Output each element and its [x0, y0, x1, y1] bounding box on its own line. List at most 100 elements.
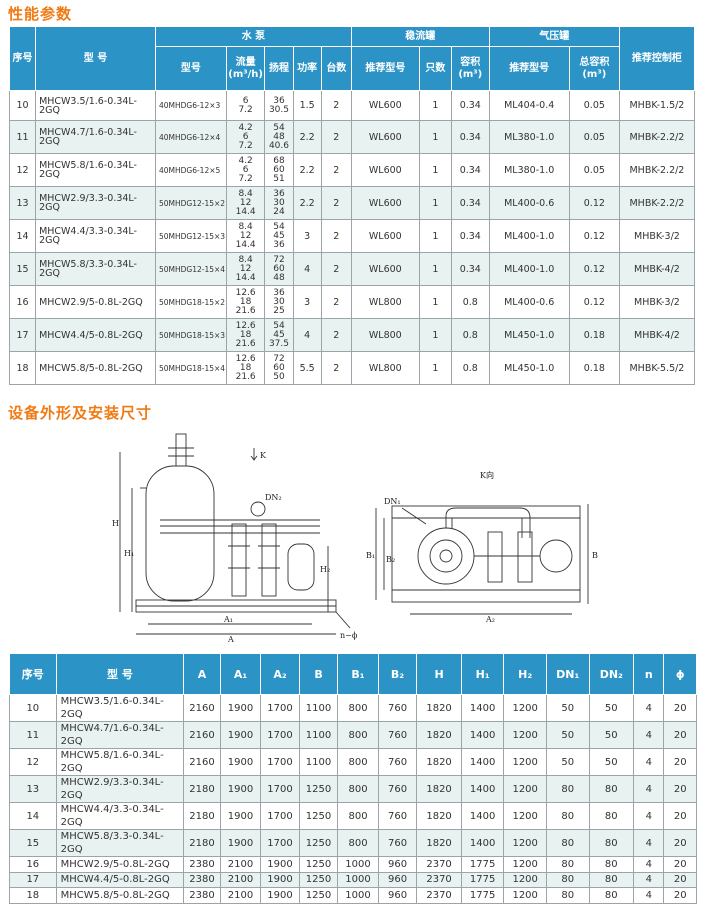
performance-table: 序号 型 号 水 泵 稳流罐 气压罐 推荐控制柜 型号 流量 (m³/h) 扬程…: [8, 26, 696, 385]
dim-cell: 4: [633, 775, 665, 803]
perf-cell-controller: MHBK-1.5/2: [618, 90, 696, 121]
dim-cell: 80: [588, 856, 635, 873]
perf-cell-head: 36 30 25: [264, 285, 294, 319]
label-b: B: [592, 551, 598, 560]
perf-cell-seq: 13: [8, 186, 37, 220]
perf-cell-flow: 8.4 12 14.4: [225, 219, 266, 253]
top-base-frame: [391, 505, 581, 603]
dim-cell: 80: [588, 829, 635, 857]
dim-cell: 1200: [503, 871, 547, 889]
dim-cell: 1700: [260, 694, 300, 722]
perf-cell-press-model: ML380-1.0: [488, 120, 570, 154]
dim-header-cell: B₁: [337, 653, 379, 695]
perf-cell-tank-model: WL800: [350, 285, 420, 319]
dim-cell: 15: [9, 829, 57, 857]
perf-cell-head: 36 30.5: [264, 90, 294, 121]
installation-drawing-svg: K K向 DN₂ H H₁ H₂ A₁ A n−ϕ DN₁ B₁ B₂ B A₂: [112, 433, 598, 644]
perf-cell-model: MHCW2.9/3.3-0.34L-2GQ: [35, 186, 156, 220]
dim-cell: 1700: [260, 802, 300, 830]
perf-cell-model: MHCW5.8/3.3-0.34L-2GQ: [35, 252, 156, 286]
perf-cell-power: 3: [292, 219, 322, 253]
perf-cell-press-volume: 0.05: [568, 90, 620, 121]
header-pressure-group: 气压罐: [488, 26, 620, 47]
perf-cell-controller: MHBK-5.5/2: [618, 351, 696, 385]
header-tank-volume: 容积 (m³): [451, 46, 490, 91]
installation-drawing: K K向 DN₂ H H₁ H₂ A₁ A n−ϕ DN₁ B₁ B₂ B A₂: [0, 428, 705, 650]
dim-cell: 2180: [183, 802, 221, 830]
perf-cell-press-model: ML400-0.6: [488, 285, 570, 319]
dim-cell: 12: [9, 748, 57, 776]
perf-cell-tank-model: WL600: [350, 186, 420, 220]
dim-cell: 760: [377, 721, 418, 749]
perf-cell-flow: 4.2 6 7.2: [225, 120, 266, 154]
dim-cell-model: MHCW2.9/5-0.8L-2GQ: [55, 856, 185, 873]
perf-cell-tank-volume: 0.34: [451, 219, 490, 253]
perf-cell-flow: 8.4 12 14.4: [225, 186, 266, 220]
perf-cell-seq: 16: [8, 285, 37, 319]
perf-cell-tank-volume: 0.34: [451, 90, 490, 121]
dim-cell: 50: [545, 748, 590, 776]
dim-cell: 1200: [503, 829, 547, 857]
perf-cell-seq: 10: [8, 90, 37, 121]
header-power: 功率: [292, 46, 322, 91]
dim-cell: 80: [545, 856, 590, 873]
dim-cell: 960: [377, 887, 418, 904]
dim-cell: 4: [633, 829, 665, 857]
dim-cell: 800: [337, 721, 379, 749]
header-controller: 推荐控制柜: [618, 26, 696, 91]
dim-cell: 80: [588, 887, 635, 904]
dim-cell: 1820: [416, 829, 462, 857]
dim-cell: 1100: [298, 694, 339, 722]
dim-cell: 1900: [219, 748, 262, 776]
dim-cell: 760: [377, 694, 418, 722]
dim-cell: 2160: [183, 721, 221, 749]
dim-cell: 760: [377, 748, 418, 776]
dim-header-cell: B₂: [377, 653, 418, 695]
perf-cell-tank-qty: 1: [418, 318, 453, 352]
header-tank-model: 推荐型号: [350, 46, 420, 91]
perf-cell-flow: 12.6 18 21.6: [225, 285, 266, 319]
dim-cell: 760: [377, 775, 418, 803]
dim-cell: 1200: [503, 775, 547, 803]
perf-cell-head: 72 60 50: [264, 351, 294, 385]
perf-cell-tank-qty: 1: [418, 90, 453, 121]
dim-cell: 1400: [460, 775, 505, 803]
perf-cell-tank-qty: 1: [418, 219, 453, 253]
dim-cell: 2380: [183, 887, 221, 904]
dim-cell-model: MHCW3.5/1.6-0.34L-2GQ: [55, 694, 185, 722]
top-tank-circle: [417, 527, 475, 585]
perf-cell-press-model: ML450-1.0: [488, 318, 570, 352]
dim-cell: 1200: [503, 887, 547, 904]
dim-cell: 4: [633, 721, 665, 749]
dim-header-cell: n: [633, 653, 665, 695]
perf-cell-press-model: ML450-1.0: [488, 351, 570, 385]
dim-cell: 1400: [460, 829, 505, 857]
dim-cell: 800: [337, 829, 379, 857]
dim-cell: 1100: [298, 721, 339, 749]
perf-cell-press-model: ML404-0.4: [488, 90, 570, 121]
dim-cell: 80: [545, 802, 590, 830]
perf-cell-head: 36 30 24: [264, 186, 294, 220]
perf-cell-head: 72 60 48: [264, 252, 294, 286]
dim-cell: 2180: [183, 775, 221, 803]
perf-cell-tank-volume: 0.34: [451, 153, 490, 187]
perf-cell-pump: 40MHDG6-12×5: [154, 153, 227, 187]
dim-cell: 1700: [260, 775, 300, 803]
dim-cell: 1400: [460, 721, 505, 749]
dim-header-cell: A₁: [219, 653, 262, 695]
header-model: 型 号: [35, 26, 156, 91]
perf-cell-count: 2: [320, 351, 352, 385]
dim-cell: 2160: [183, 694, 221, 722]
perf-cell-power: 2.2: [292, 153, 322, 187]
perf-cell-model: MHCW4.4/3.3-0.34L-2GQ: [35, 219, 156, 253]
dim-cell: 1200: [503, 856, 547, 873]
perf-cell-count: 2: [320, 285, 352, 319]
dim-cell: 4: [633, 748, 665, 776]
dim-cell: 1820: [416, 748, 462, 776]
perf-cell-controller: MHBK-4/2: [618, 252, 696, 286]
dim-cell: 16: [9, 856, 57, 873]
perf-cell-press-volume: 0.12: [568, 186, 620, 220]
